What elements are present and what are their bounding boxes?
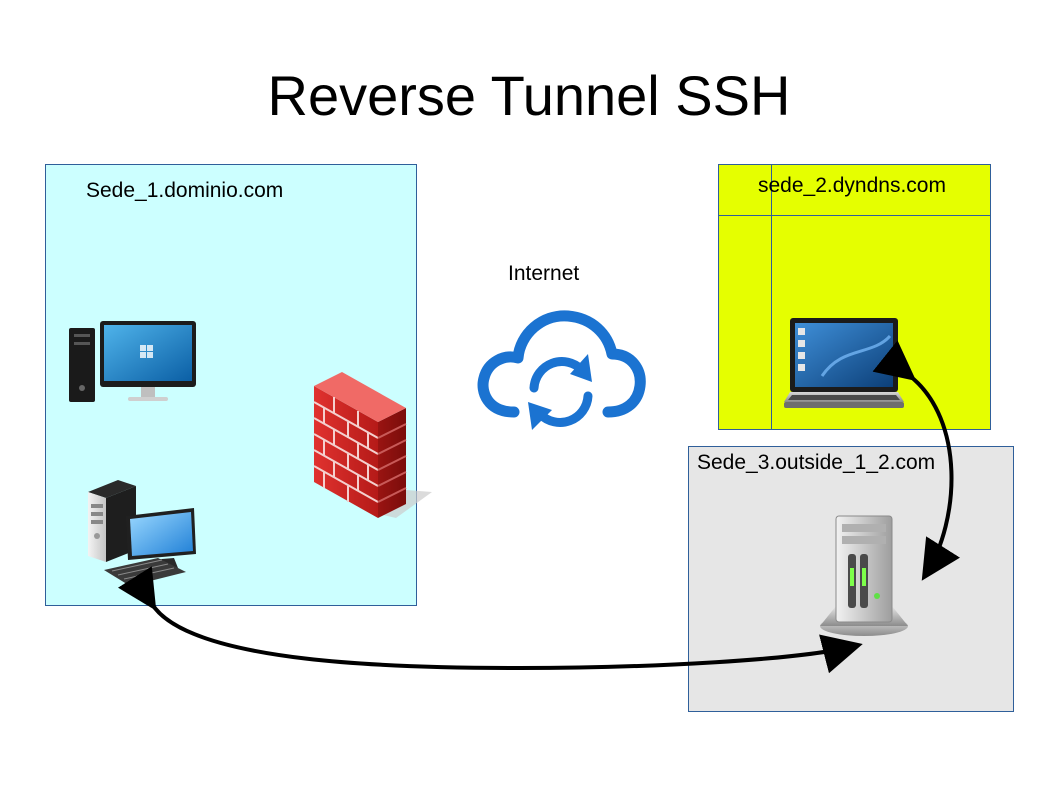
connection-sede2-sede3 [872, 340, 960, 581]
sede-1-label: Sede_1.dominio.com [86, 179, 284, 202]
desktop-pc-icon [69, 321, 196, 402]
connection-sede1-sede3 [117, 566, 863, 674]
page-title: Reverse Tunnel SSH [267, 64, 791, 127]
sede-2-grid-line [771, 164, 772, 430]
firewall-icon [313, 372, 432, 518]
sede-2-grid-line [718, 215, 991, 216]
internet-label: Internet [508, 262, 580, 285]
sede-2-label: sede_2.dyndns.com [758, 174, 946, 197]
cloud-sync-icon [477, 310, 646, 430]
